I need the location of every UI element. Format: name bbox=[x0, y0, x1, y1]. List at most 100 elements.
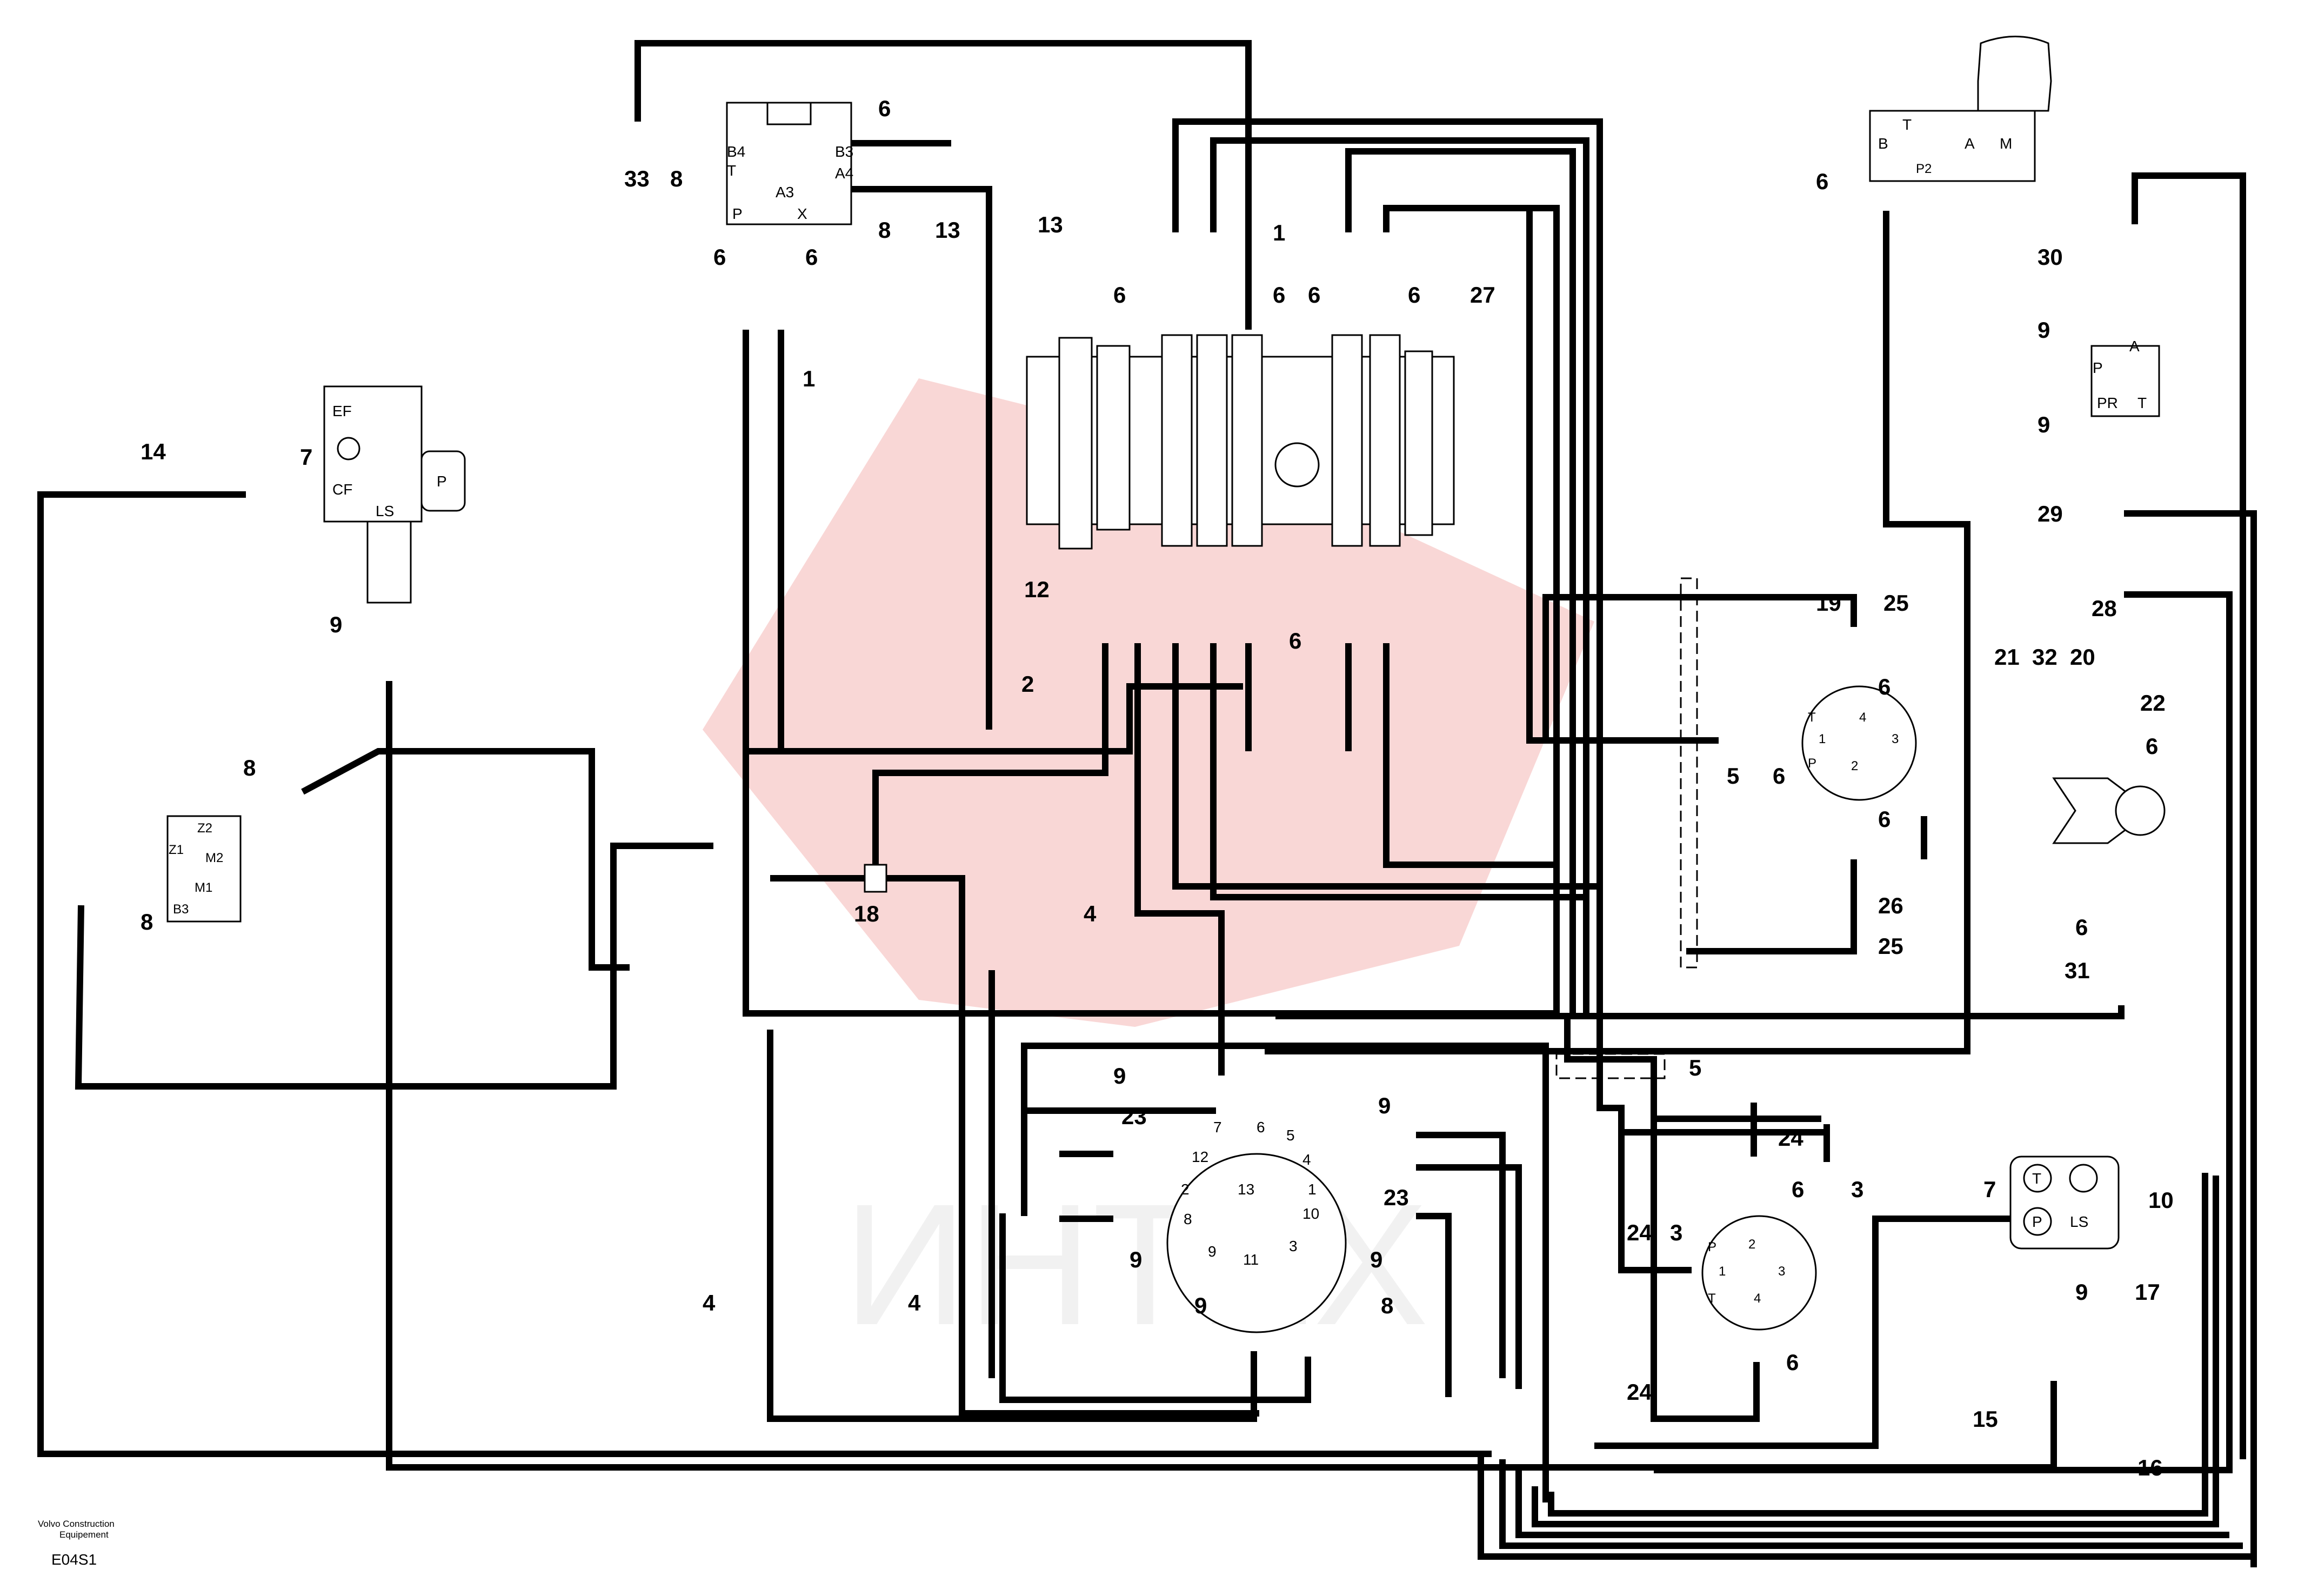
hose-lines bbox=[37, 40, 2257, 1567]
callout-7: 7 bbox=[1983, 1177, 1996, 1202]
swivel-port-10: 10 bbox=[1302, 1205, 1319, 1222]
callout-3: 3 bbox=[1851, 1177, 1863, 1202]
callout-27: 27 bbox=[1470, 282, 1495, 308]
rotary-coupling bbox=[2052, 777, 2166, 844]
pump-port-P: P bbox=[2032, 1213, 2042, 1230]
joystick-port-P2: P2 bbox=[1916, 162, 1932, 176]
motor-upper-port-4: 4 bbox=[1859, 710, 1866, 725]
callout-16: 16 bbox=[2137, 1455, 2163, 1480]
callout-6: 6 bbox=[1273, 282, 1285, 308]
callout-6: 6 bbox=[2075, 914, 2088, 940]
motor-lower-port-1: 1 bbox=[1719, 1264, 1726, 1279]
callout-13: 13 bbox=[935, 217, 960, 243]
pedal-valve-body bbox=[2090, 345, 2160, 417]
joystick-port-M: M bbox=[2000, 135, 2012, 152]
port-EF: EF bbox=[332, 403, 352, 419]
main-valve-center-port bbox=[1274, 442, 1320, 488]
callout-6: 6 bbox=[878, 96, 891, 121]
callout-9: 9 bbox=[1370, 1247, 1382, 1272]
main-valve-section-5 bbox=[1369, 334, 1401, 547]
pedal-port-P: P bbox=[2093, 359, 2103, 376]
tee-fitting-18 bbox=[864, 864, 887, 893]
swivel-port-4: 4 bbox=[1302, 1151, 1311, 1168]
joystick-port-B: B bbox=[1878, 135, 1888, 152]
swivel-port-8: 8 bbox=[1184, 1211, 1192, 1227]
callout-6: 6 bbox=[1792, 1177, 1804, 1202]
swivel-port-1: 1 bbox=[1308, 1181, 1317, 1198]
callout-6: 6 bbox=[805, 244, 818, 270]
motor-lower-port-T: T bbox=[1708, 1291, 1716, 1306]
swivel-joint: 12 2 8 9 11 7 6 5 4 10 3 13 1 bbox=[1166, 1119, 1347, 1333]
callout-9: 9 bbox=[1378, 1093, 1391, 1118]
port-B3: B3 bbox=[835, 143, 853, 160]
swivel-port-11: 11 bbox=[1243, 1251, 1259, 1268]
callout-25: 25 bbox=[1883, 590, 1909, 616]
callout-9: 9 bbox=[1113, 1063, 1126, 1089]
port-B3: B3 bbox=[173, 902, 189, 917]
port-P: P bbox=[732, 205, 743, 222]
port-CF: CF bbox=[332, 481, 352, 498]
motor-upper: T 1 P 4 3 2 bbox=[1801, 685, 1917, 801]
callout-5: 5 bbox=[1727, 763, 1739, 789]
callout-15: 15 bbox=[1973, 1406, 1998, 1432]
small-valve-body bbox=[166, 815, 242, 923]
motor-lower-port-P: P bbox=[1708, 1240, 1716, 1254]
callout-20: 20 bbox=[2070, 644, 2095, 670]
joystick-port-A: A bbox=[1965, 135, 1975, 152]
callout-24: 24 bbox=[1778, 1125, 1803, 1151]
footer-brand-line1: Volvo Construction bbox=[38, 1519, 115, 1529]
callout-7: 7 bbox=[300, 444, 312, 470]
flow-valve-stem bbox=[366, 520, 412, 604]
callout-6: 6 bbox=[1113, 282, 1126, 308]
dash-box-vertical bbox=[1680, 577, 1698, 969]
swivel-port-5: 5 bbox=[1286, 1127, 1295, 1144]
swivel-port-3: 3 bbox=[1289, 1238, 1298, 1254]
callout-8: 8 bbox=[243, 755, 256, 780]
pump-port-circle-2 bbox=[2069, 1164, 2098, 1193]
rotary-coupling-wings bbox=[2052, 777, 2130, 844]
callout-21: 21 bbox=[1994, 644, 2020, 670]
watermark-logo: ИНТЕХ bbox=[703, 378, 1594, 1361]
callout-9: 9 bbox=[1130, 1247, 1142, 1272]
swivel-body bbox=[1166, 1153, 1347, 1333]
pump-port-T-circle bbox=[2023, 1164, 2052, 1193]
rotary-coupling-hub bbox=[2115, 785, 2166, 836]
callout-4: 4 bbox=[703, 1290, 716, 1315]
motor-upper-port-T: T bbox=[1808, 710, 1816, 725]
swivel-port-13: 13 bbox=[1238, 1181, 1254, 1198]
port-Z1: Z1 bbox=[169, 843, 184, 857]
joystick-handle bbox=[1977, 36, 2052, 112]
main-control-valve bbox=[1026, 334, 1455, 550]
pedal-port-PR: PR bbox=[2097, 395, 2118, 411]
callout-6: 6 bbox=[1308, 282, 1320, 308]
callout-24: 24 bbox=[1627, 1220, 1652, 1245]
callout-9: 9 bbox=[2038, 412, 2050, 437]
footer: Volvo Construction Equipement E04S1 bbox=[38, 1519, 115, 1568]
callout-18: 18 bbox=[854, 901, 879, 926]
main-valve-inlet-2 bbox=[1096, 345, 1131, 531]
callout-8: 8 bbox=[141, 909, 153, 934]
callout-14: 14 bbox=[141, 439, 166, 464]
pilot-block-cap bbox=[766, 102, 812, 125]
callout-10: 10 bbox=[2148, 1187, 2174, 1213]
callout-5: 5 bbox=[1689, 1055, 1701, 1080]
callout-29: 29 bbox=[2038, 501, 2063, 526]
motor-upper-port-1: 1 bbox=[1819, 732, 1826, 746]
callout-6: 6 bbox=[1408, 282, 1420, 308]
pilot-block: B4 T A3 P X B3 A4 bbox=[726, 102, 853, 225]
main-valve-section-3 bbox=[1231, 334, 1263, 547]
callout-13: 13 bbox=[1038, 212, 1063, 237]
callout-23: 23 bbox=[1384, 1185, 1409, 1210]
main-valve-section-2 bbox=[1196, 334, 1228, 547]
swivel-port-7: 7 bbox=[1213, 1119, 1222, 1136]
main-valve-inlet-1 bbox=[1058, 337, 1093, 550]
pump-port-T: T bbox=[2032, 1170, 2041, 1187]
callout-8: 8 bbox=[1381, 1293, 1393, 1318]
main-valve-section-4 bbox=[1331, 334, 1363, 547]
callout-8: 8 bbox=[670, 166, 683, 191]
callout-6: 6 bbox=[1816, 169, 1828, 194]
swivel-port-2: 2 bbox=[1181, 1181, 1190, 1198]
callout-25: 25 bbox=[1878, 933, 1903, 959]
callout-6: 6 bbox=[713, 244, 726, 270]
port-B4: B4 bbox=[727, 143, 745, 160]
